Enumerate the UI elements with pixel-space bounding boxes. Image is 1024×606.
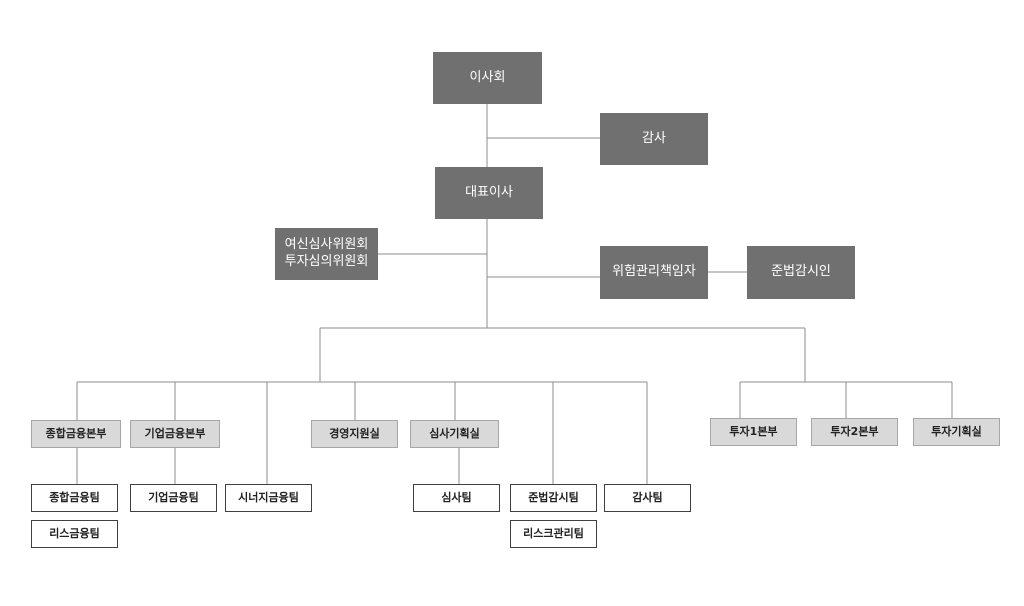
investment-hq-2-box: 투자2본부 — [811, 418, 898, 446]
lease-finance-team-box: 리스금융팀 — [31, 520, 118, 548]
board-box: 이사회 — [433, 52, 542, 104]
review-planning-box: 심사기획실 — [410, 420, 499, 448]
general-finance-hq-box: 종합금융본부 — [31, 420, 121, 448]
synergy-finance-team-box: 시너지금융팀 — [225, 484, 312, 512]
committees-box: 여신심사위원회 투자심의위원회 — [275, 228, 378, 280]
corporate-finance-hq-box: 기업금융본부 — [130, 420, 220, 448]
risk-officer-box: 위험관리책임자 — [600, 246, 708, 299]
compliance-officer-box: 준법감시인 — [747, 246, 855, 299]
audit-team-box: 감사팀 — [604, 484, 691, 512]
risk-management-team-box: 리스크관리팀 — [510, 520, 597, 548]
general-finance-team-box: 종합금융팀 — [31, 484, 118, 512]
ceo-box: 대표이사 — [435, 167, 543, 219]
audit-box: 감사 — [600, 113, 708, 165]
compliance-team-box: 준법감시팀 — [510, 484, 597, 512]
management-support-box: 경영지원실 — [311, 420, 398, 448]
corporate-finance-team-box: 기업금융팀 — [130, 484, 217, 512]
investment-hq-1-box: 투자1본부 — [710, 418, 797, 446]
review-team-box: 심사팀 — [413, 484, 500, 512]
investment-planning-box: 투자기획실 — [913, 418, 1000, 446]
